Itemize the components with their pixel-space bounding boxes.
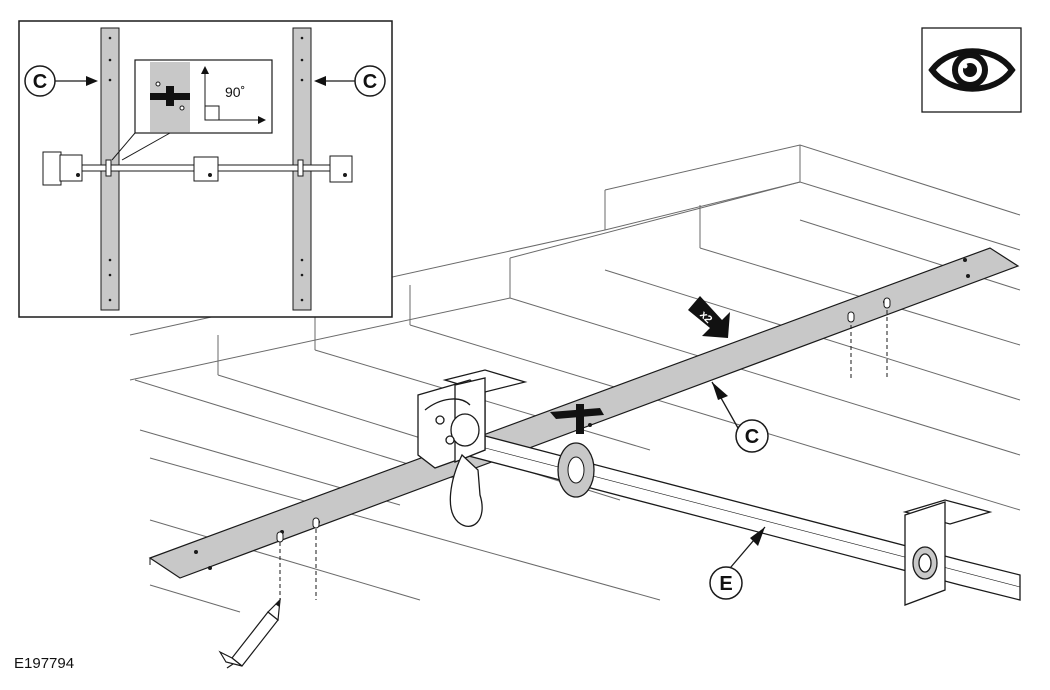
inset-callout-left-label: C [33, 71, 47, 93]
callout-tube-label: E [719, 573, 732, 595]
figure-reference-id: E197794 [14, 655, 75, 672]
bracket-left [417, 369, 528, 527]
angle-label: 90˚ [225, 84, 245, 100]
drill-guides [279, 303, 888, 600]
pencil-icon [218, 598, 281, 669]
inset-callout-right: C [314, 65, 386, 97]
center-mark [550, 404, 604, 434]
callout-tube: E [709, 526, 766, 600]
mounting-strip [148, 247, 1020, 579]
inset-rod [42, 151, 353, 186]
inset-callout-right-label: C [363, 71, 377, 93]
callout-strip-label: C [745, 426, 759, 448]
inset-detail: 90˚ C C [18, 20, 393, 318]
callout-strip: C [711, 381, 769, 453]
inset-callout-left: C [24, 65, 98, 97]
inset-magnified-view: 90˚ [111, 59, 273, 161]
eye-icon [921, 27, 1022, 113]
bracket-right [902, 499, 993, 606]
